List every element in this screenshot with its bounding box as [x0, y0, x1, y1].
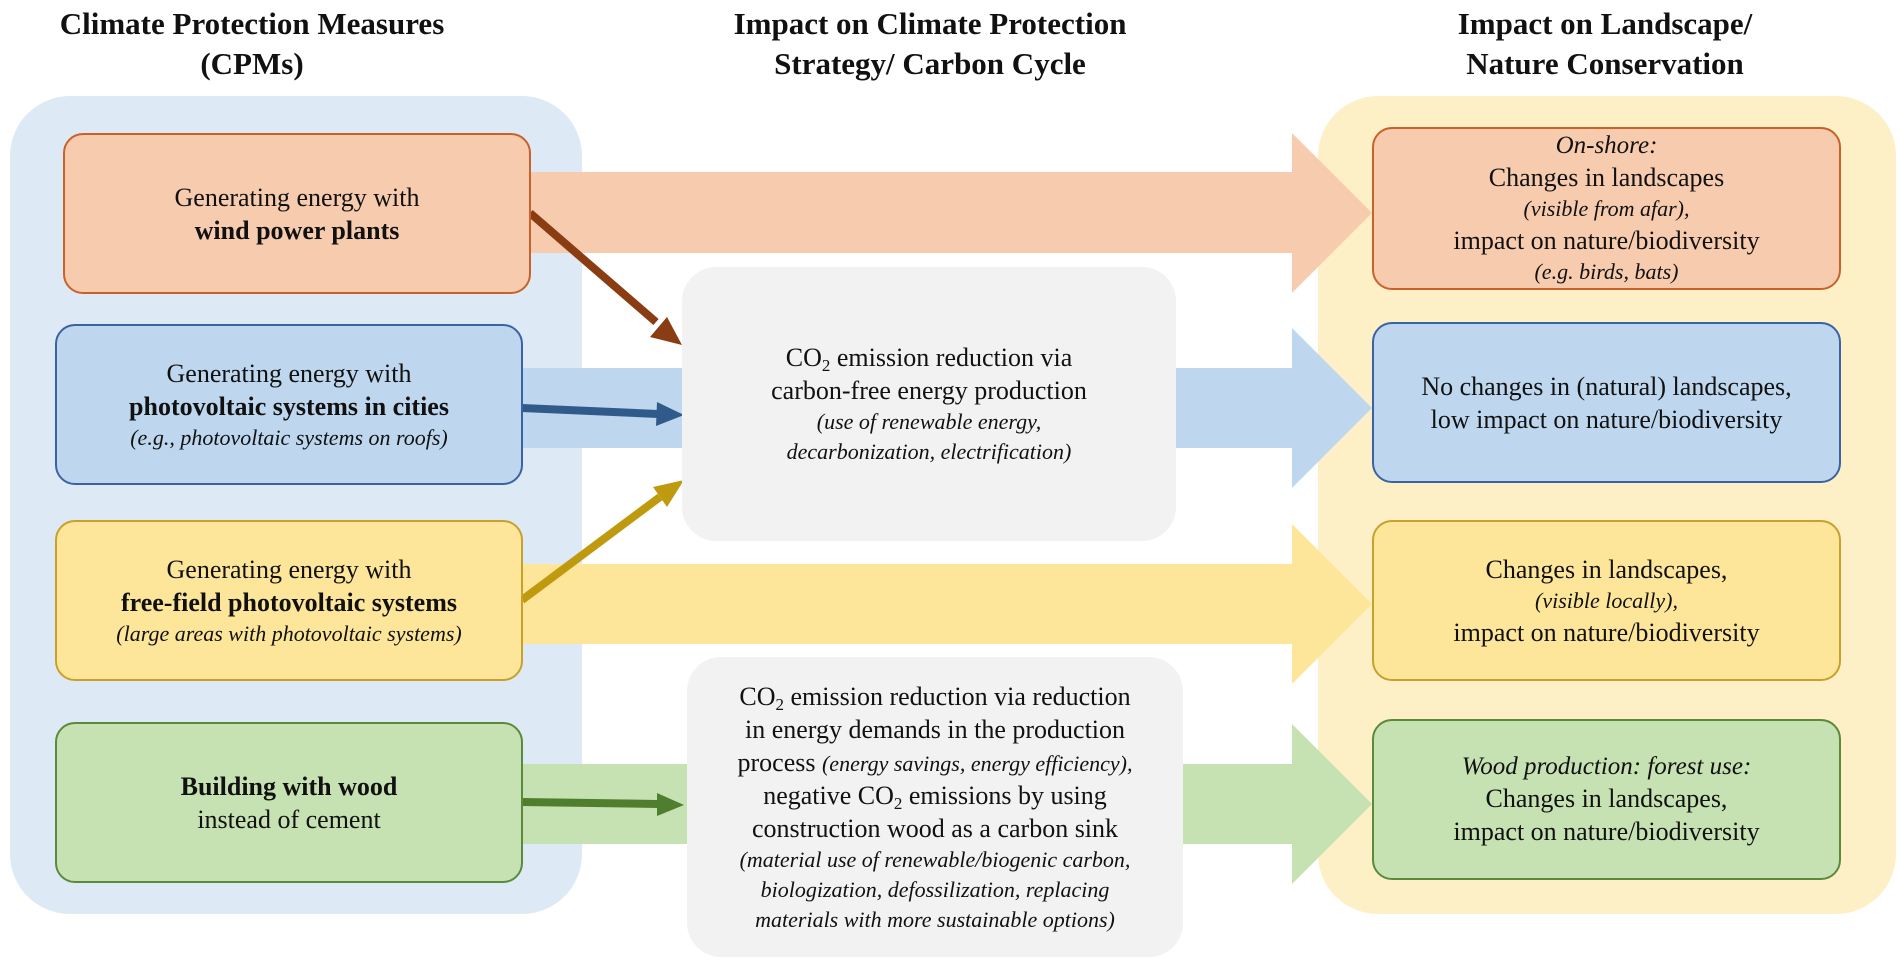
energy-line2: carbon-free energy production	[771, 376, 1087, 405]
wood-mid-line3: process (energy savings, energy efficien…	[738, 746, 1133, 779]
header-landscape-impact-line1: Impact on Landscape/	[1457, 6, 1753, 41]
cpm-freefield-note: (large areas with photovoltaic systems)	[116, 620, 462, 646]
arrow-freefield-to-energy	[519, 493, 663, 604]
header-landscape-impact-line2: Nature Conservation	[1466, 46, 1744, 81]
wood-line4-post: emissions by using	[902, 780, 1107, 810]
impact-pvcity-line1: No changes in (natural) landscapes,	[1421, 371, 1792, 401]
band-arrow-wind	[530, 133, 1372, 293]
impact-box-freefield: Changes in landscapes, (visible locally)…	[1372, 520, 1841, 681]
header-climate-impact: Impact on Climate Protection Strategy/ C…	[680, 4, 1180, 84]
wood-mid-note1: (material use of renewable/biogenic carb…	[739, 846, 1131, 872]
cpm-pvcity-note: (e.g., photovoltaic systems on roofs)	[130, 424, 448, 450]
climate-box-energy: CO2 emission reduction via carbon-free e…	[682, 267, 1176, 541]
wood-mid-line4: negative CO2 emissions by using	[763, 779, 1107, 812]
wood-co-sub: 2	[775, 694, 785, 714]
energy-note1: (use of renewable energy,	[816, 409, 1042, 434]
arrow-wood-to-middle	[521, 798, 659, 808]
energy-line1-rest: emission reduction via	[830, 343, 1073, 372]
cpm-pvcity-line1: Generating energy with	[166, 358, 412, 388]
impact-freefield-note1: (visible locally),	[1535, 587, 1678, 613]
header-climate-impact-line2: Strategy/ Carbon Cycle	[774, 46, 1086, 81]
wood-mid-line1: CO2 emission reduction via reduction	[739, 680, 1130, 713]
arrow-head-pvcity	[656, 402, 684, 426]
wood-mid-line5: construction wood as a carbon sink	[751, 813, 1119, 843]
energy-co: CO	[785, 343, 822, 372]
arrow-head-wood	[657, 793, 684, 816]
wood-line4-sub: 2	[893, 793, 903, 813]
header-cpms-line1: Climate Protection Measures	[59, 6, 445, 41]
impact-wind-note2: (e.g. birds, bats)	[1534, 258, 1679, 284]
impact-wind-line2: impact on nature/biodiversity	[1453, 225, 1760, 255]
cpm-wood-line2: instead of cement	[197, 804, 381, 834]
energy-line1: CO2 emission reduction via	[786, 341, 1073, 374]
impact-box-pv-city: No changes in (natural) landscapes, low …	[1372, 322, 1841, 483]
header-cpms: Climate Protection Measures (CPMs)	[12, 4, 492, 84]
impact-panel	[1318, 96, 1896, 914]
wood-line1-rest: emission reduction via reduction	[784, 681, 1131, 711]
band-arrow-freefield	[520, 524, 1372, 684]
energy-co-sub: 2	[821, 356, 831, 375]
impact-wood-line2: impact on nature/biodiversity	[1453, 816, 1760, 846]
impact-box-wood: Wood production: forest use: Changes in …	[1372, 719, 1841, 880]
header-climate-impact-line1: Impact on Climate Protection	[733, 6, 1127, 41]
wood-mid-line2: in energy demands in the production	[744, 714, 1126, 744]
cpm-freefield-line1: Generating energy with	[166, 554, 412, 584]
wood-line3-italic: (energy savings, energy efficiency),	[821, 750, 1133, 776]
header-landscape-impact: Impact on Landscape/ Nature Conservation	[1360, 4, 1850, 84]
impact-box-wind: On-shore: Changes in landscapes (visible…	[1372, 127, 1841, 290]
impact-pvcity-line2: low impact on nature/biodiversity	[1430, 404, 1783, 434]
impact-wood-label: Wood production: forest use:	[1461, 752, 1752, 780]
impact-freefield-line2: impact on nature/biodiversity	[1453, 617, 1760, 647]
impact-wood-line1: Changes in landscapes,	[1485, 783, 1728, 813]
header-cpms-line2: (CPMs)	[200, 46, 304, 81]
cpm-pvcity-line2: photovoltaic systems in cities	[129, 391, 449, 421]
cpm-box-wood: Building with wood instead of cement	[55, 722, 523, 883]
cpm-wind-line1: Generating energy with	[174, 182, 420, 212]
climate-box-wood: CO2 emission reduction via reduction in …	[687, 657, 1183, 957]
cpm-wind-line2: wind power plants	[194, 215, 400, 245]
arrow-pvcity-to-energy	[521, 404, 659, 418]
arrow-head-wind	[650, 317, 682, 345]
energy-note2: decarbonization, electrification)	[786, 439, 1072, 464]
cpm-freefield-line2: free-field photovoltaic systems	[120, 587, 457, 617]
cpm-wood-line1: Building with wood	[180, 771, 398, 801]
wood-line3-plain: process	[737, 747, 822, 777]
cpm-box-freefield: Generating energy with free-field photov…	[55, 520, 523, 681]
arrow-wind-to-energy	[527, 209, 659, 326]
cpm-panel	[10, 96, 582, 914]
arrow-head-freefield	[653, 480, 684, 507]
wood-line4-pre: negative CO	[763, 780, 894, 810]
impact-freefield-line1: Changes in landscapes,	[1485, 554, 1728, 584]
wood-mid-note3: materials with more sustainable options)	[755, 906, 1115, 932]
cpm-box-wind: Generating energy with wind power plants	[63, 133, 531, 294]
impact-wind-label: On-shore:	[1555, 131, 1658, 159]
cpm-box-pv-city: Generating energy with photovoltaic syst…	[55, 324, 523, 485]
impact-wind-line1: Changes in landscapes	[1488, 162, 1725, 192]
impact-wind-note1: (visible from afar),	[1523, 195, 1690, 221]
wood-mid-note2: biologization, defossilization, replacin…	[760, 876, 1110, 902]
wood-co: CO	[739, 681, 776, 711]
